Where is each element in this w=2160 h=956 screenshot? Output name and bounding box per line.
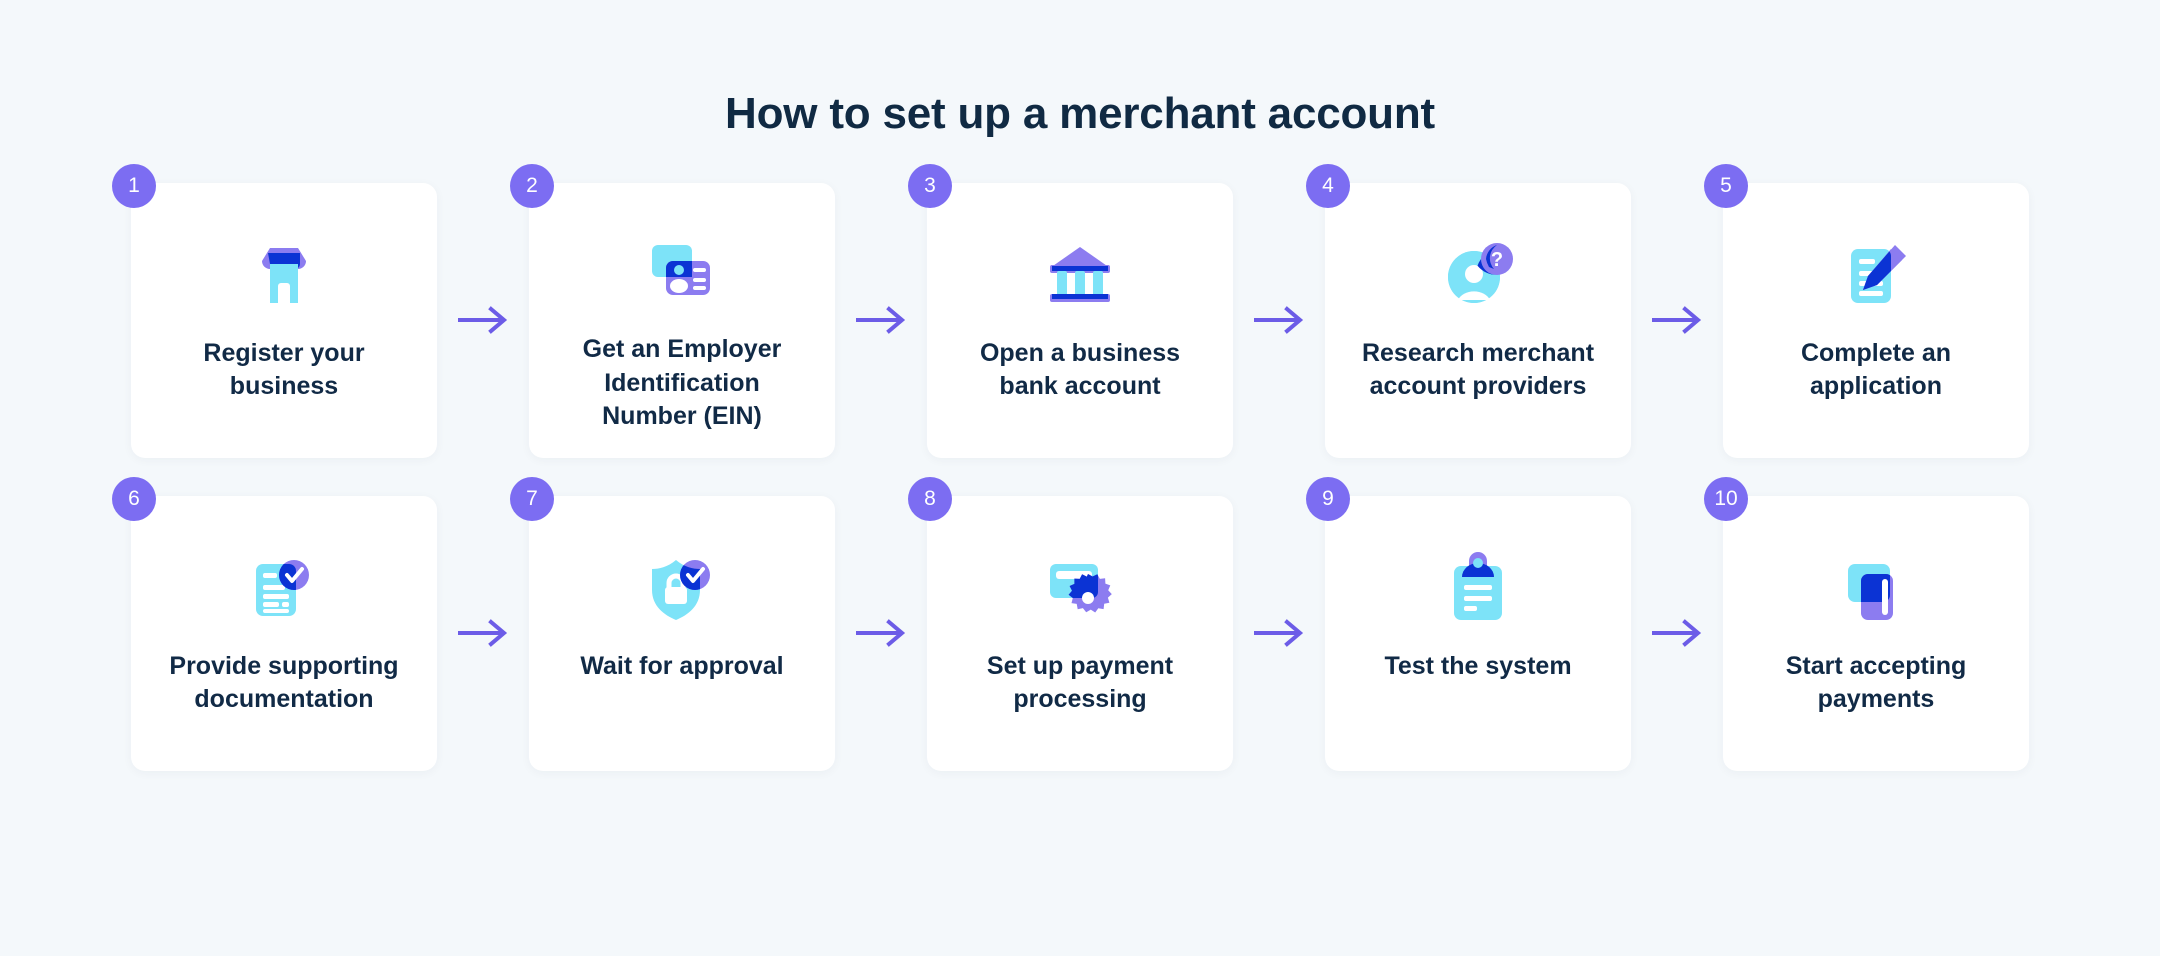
steps-container: 1 Register your business: [0, 163, 2160, 771]
bank-icon: [1036, 227, 1124, 323]
arrow-icon: [835, 496, 927, 771]
step-number-badge: 1: [112, 163, 156, 208]
page-title: How to set up a merchant account: [725, 89, 1435, 138]
step-number-badge: 5: [1704, 163, 1748, 208]
step-7[interactable]: 7: [510, 476, 835, 771]
person-question-icon: ?: [1434, 227, 1522, 323]
document-pen-icon: [1832, 227, 1920, 323]
arrow-icon: [1631, 183, 1723, 458]
step-label: Provide supporting documentation: [169, 651, 399, 714]
step-1[interactable]: 1 Register your business: [112, 163, 437, 458]
step-label: Test the system: [1384, 651, 1572, 680]
step-8[interactable]: 8: [908, 476, 1233, 771]
step-card[interactable]: Test the system: [1325, 495, 1631, 771]
step-card[interactable]: Get an Employer Identification Number (E…: [529, 182, 835, 458]
step-3[interactable]: 3 Open a busi: [908, 163, 1233, 458]
step-card[interactable]: Wait for approval: [529, 495, 835, 771]
two-cards-icon: [1832, 540, 1920, 636]
step-label: Wait for approval: [580, 651, 784, 680]
arrow-icon: [835, 183, 927, 458]
document-check-icon: [240, 540, 328, 636]
step-card[interactable]: ? Research merchant account providers: [1325, 182, 1631, 458]
step-card[interactable]: Set up payment processing: [927, 495, 1233, 771]
shield-lock-check-icon: [638, 540, 726, 636]
step-10[interactable]: 10 Start accepting payment: [1704, 476, 2029, 771]
step-9[interactable]: 9 Test the system: [1306, 476, 1631, 771]
step-label: Complete an application: [1800, 338, 1952, 401]
arrow-icon: [1233, 496, 1325, 771]
clipboard-icon: [1434, 540, 1522, 636]
steps-row-2: 6: [96, 476, 2064, 771]
step-card[interactable]: Start accepting payments: [1723, 495, 2029, 771]
step-6[interactable]: 6: [112, 476, 437, 771]
steps-row-1: 1 Register your business: [96, 163, 2064, 458]
arrow-icon: [1631, 496, 1723, 771]
step-label: Research merchant account providers: [1361, 338, 1595, 401]
step-label: Register your business: [203, 338, 365, 401]
step-number-badge: 6: [112, 476, 156, 521]
arrow-icon: [437, 496, 529, 771]
step-card[interactable]: Register your business: [131, 182, 437, 458]
step-5[interactable]: 5: [1704, 163, 2029, 458]
step-number-badge: 4: [1306, 163, 1350, 208]
step-number-badge: 2: [510, 163, 554, 208]
step-label: Set up payment processing: [986, 651, 1174, 714]
step-card[interactable]: Complete an application: [1723, 182, 2029, 458]
step-card[interactable]: Open a business bank account: [927, 182, 1233, 458]
step-label: Start accepting payments: [1785, 651, 1967, 714]
step-number-badge: 9: [1306, 476, 1350, 521]
id-card-icon: [638, 227, 726, 320]
step-label: Get an Employer Identification Number (E…: [582, 335, 782, 431]
arrow-icon: [437, 183, 529, 458]
step-number-badge: 10: [1704, 476, 1748, 521]
step-number-badge: 7: [510, 476, 554, 521]
card-gear-icon: [1036, 540, 1124, 636]
step-number-badge: 8: [908, 476, 952, 521]
step-4[interactable]: 4 ?: [1306, 163, 1631, 458]
step-2[interactable]: 2 Get an Empl: [510, 163, 835, 458]
storefront-icon: [240, 227, 328, 323]
arrow-icon: [1233, 183, 1325, 458]
step-label: Open a business bank account: [979, 338, 1181, 401]
svg-text:?: ?: [1491, 249, 1503, 271]
step-card[interactable]: Provide supporting documentation: [131, 495, 437, 771]
step-number-badge: 3: [908, 163, 952, 208]
